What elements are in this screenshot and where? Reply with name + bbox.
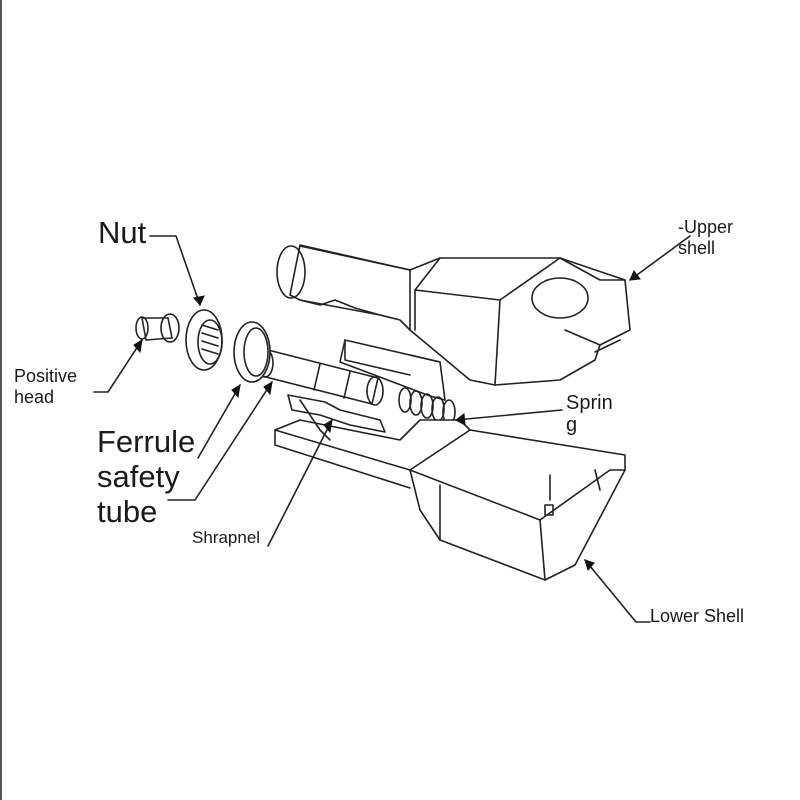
leader-lines — [93, 235, 691, 623]
label-shrapnel: Shrapnel — [192, 528, 261, 547]
leader-lower-shell — [584, 559, 651, 623]
leader-positive-head — [93, 339, 143, 393]
arrow-nut — [193, 295, 205, 306]
shrapnel-upper — [339, 339, 446, 401]
leader-nut — [149, 235, 201, 306]
ferrule-ring — [233, 321, 271, 383]
arrow-spring — [455, 413, 466, 426]
arrow-positive-head — [133, 338, 143, 354]
label-positive-head: Positive head — [14, 366, 78, 407]
label-upper-shell: -Upper shell — [678, 217, 734, 258]
upper-shell — [276, 244, 631, 386]
arrow-ferrule-ring — [231, 383, 241, 399]
leader-shrapnel — [267, 419, 333, 547]
arrow-upper-shell — [629, 270, 641, 281]
label-ferrule-safety-tube: Ferrule safety tube — [97, 424, 196, 529]
leader-upper-shell — [629, 235, 691, 281]
shrapnel-lower — [287, 394, 386, 441]
arrow-shrapnel — [323, 418, 333, 434]
nut-part — [185, 309, 223, 371]
leader-ferrule-tube — [167, 381, 273, 501]
leader-spring — [455, 409, 563, 421]
label-spring: Sprin g — [566, 392, 613, 436]
lower-shell — [274, 419, 626, 581]
image-border — [0, 0, 2, 800]
label-lower-shell: Lower Shell — [650, 606, 745, 626]
label-nut: Nut — [98, 215, 147, 250]
leader-ferrule-ring — [197, 384, 241, 459]
arrow-lower-shell — [584, 559, 595, 572]
arrow-ferrule-tube — [263, 380, 273, 396]
positive-head-part — [135, 313, 180, 343]
spring — [398, 387, 456, 425]
